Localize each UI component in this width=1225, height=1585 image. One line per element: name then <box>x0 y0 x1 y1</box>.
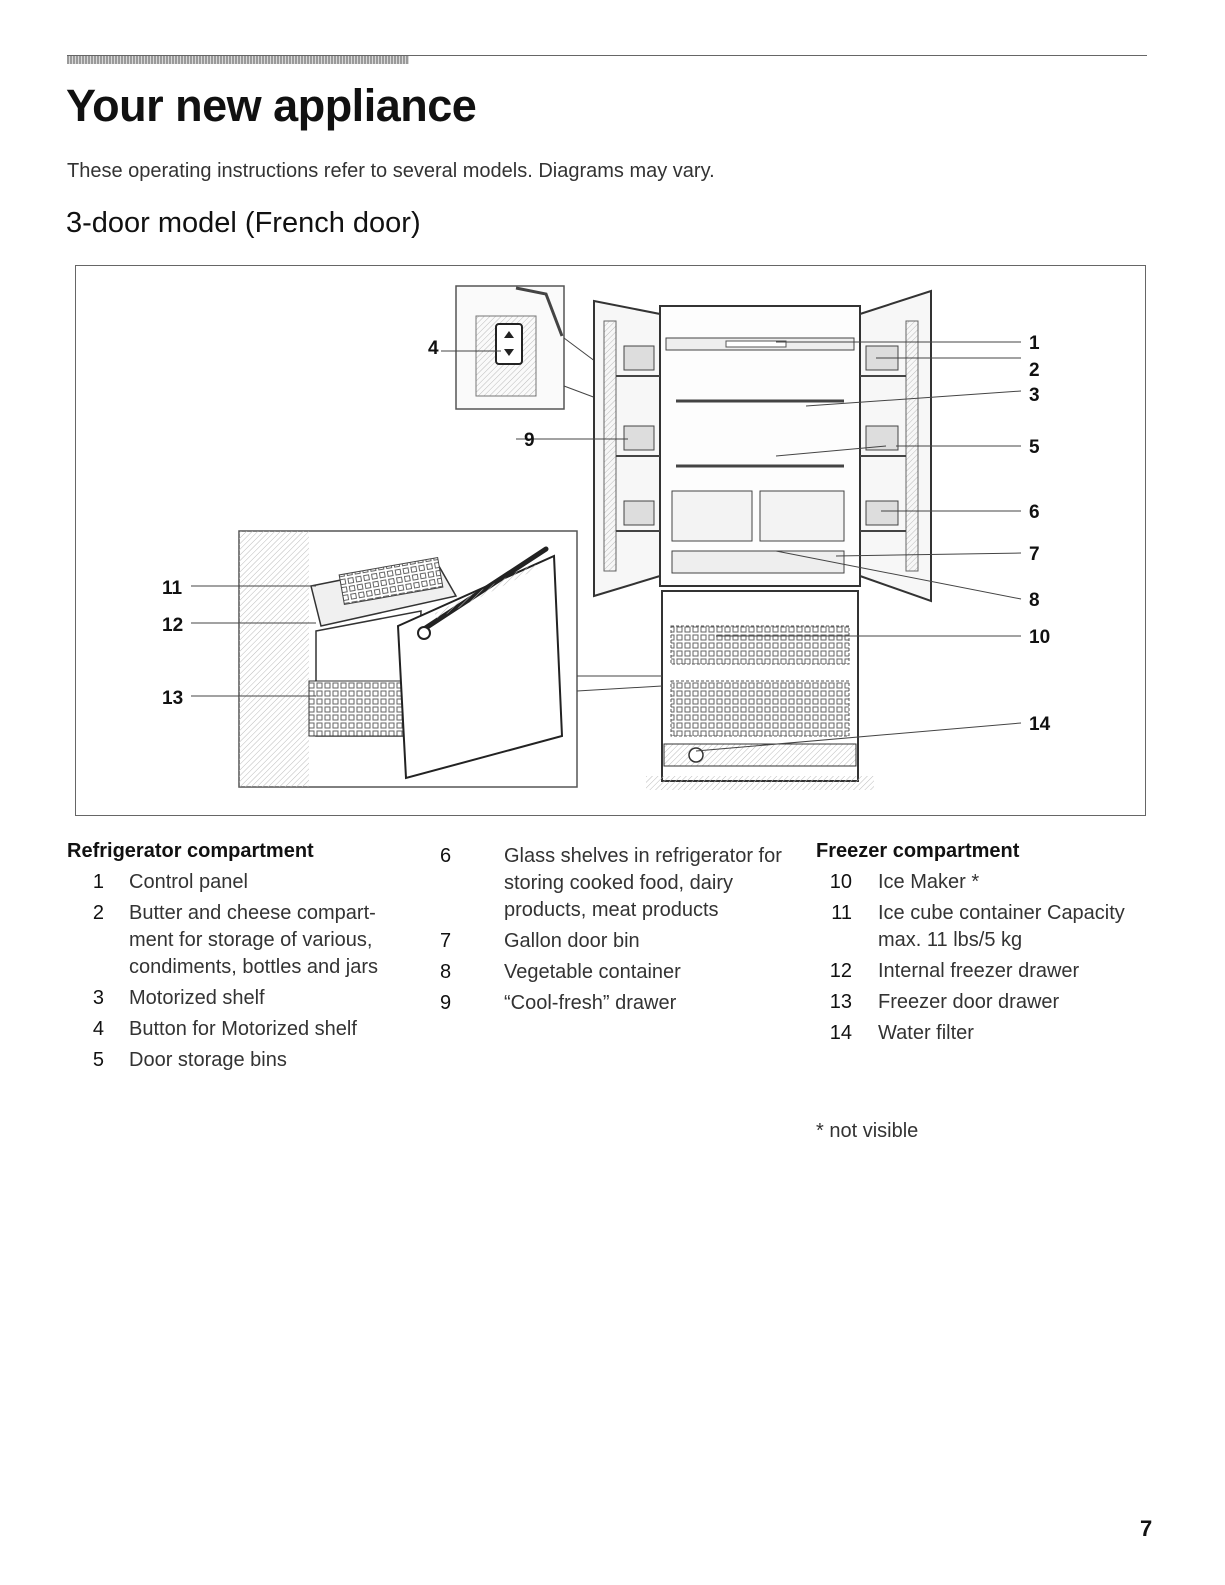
callout-9: 9 <box>524 430 535 451</box>
item-number: 3 <box>92 987 104 1009</box>
list-item: 3 Motorized shelf <box>67 985 407 1012</box>
callout-2: 2 <box>1029 360 1040 381</box>
callout-3: 3 <box>1029 385 1040 406</box>
list-item: 14 Water filter <box>816 1020 1156 1047</box>
item-number: 2 <box>92 902 104 924</box>
refrigerator-heading: Refrigerator compartment <box>67 840 314 862</box>
item-number: 8 <box>440 961 452 983</box>
inset-freezer-drawer <box>238 530 578 788</box>
inset-button-detail <box>455 285 565 410</box>
item-text: Button for Motorized shelf <box>129 1018 357 1040</box>
item-number: 4 <box>92 1018 104 1040</box>
item-text: Gallon door bin <box>504 930 640 952</box>
section-subtitle: 3-door model (French door) <box>66 207 421 239</box>
item-number: 12 <box>829 960 852 982</box>
list-item: 8 Vegetable container <box>440 959 790 986</box>
list-item: 10 Ice Maker * <box>816 869 1156 896</box>
callout-14: 14 <box>1029 714 1051 735</box>
refrigerator-compartment-list-continued: 6 Glass shelves in refrigerator for stor… <box>440 843 790 1021</box>
item-text: Glass shelves in refrigerator for storin… <box>504 845 782 921</box>
item-text: Motorized shelf <box>129 987 265 1009</box>
list-item: 13 Freezer door drawer <box>816 989 1156 1016</box>
item-number: 1 <box>92 871 104 893</box>
refrigerator-compartment-list: Refrigerator compartment 1 Control panel… <box>67 840 407 1078</box>
page-number: 7 <box>1140 1516 1153 1541</box>
callout-4: 4 <box>428 338 439 359</box>
item-number: 6 <box>440 845 452 867</box>
freezer-compartment-list: Freezer compartment 10 Ice Maker * 11 Ic… <box>816 840 1156 1051</box>
list-item: 5 Door storage bins <box>67 1047 407 1074</box>
list-item: 7 Gallon door bin <box>440 928 790 955</box>
list-item: 9 “Cool-fresh” drawer <box>440 990 790 1017</box>
intro-text: These operating instructions refer to se… <box>67 160 715 182</box>
item-number: 11 <box>831 902 852 924</box>
callout-numbers: 1 2 3 4 5 6 7 8 9 10 11 12 13 14 <box>162 333 1051 735</box>
item-text: Door storage bins <box>129 1049 287 1071</box>
callout-5: 5 <box>1029 437 1040 458</box>
callout-12: 12 <box>162 615 183 636</box>
item-text: Ice cube container Capacity max. 11 lbs/… <box>878 902 1125 951</box>
list-item: 2 Butter and cheese compart-ment for sto… <box>67 900 407 981</box>
callout-13: 13 <box>162 688 183 709</box>
item-text: “Cool-fresh” drawer <box>504 992 677 1014</box>
callout-1: 1 <box>1029 333 1040 354</box>
item-text: Internal freezer drawer <box>878 960 1080 982</box>
footnote: * not visible <box>816 1120 919 1142</box>
callout-7: 7 <box>1029 544 1040 565</box>
callout-10: 10 <box>1029 627 1050 648</box>
item-number: 13 <box>829 991 852 1013</box>
item-number: 10 <box>829 871 852 893</box>
item-number: 7 <box>440 930 452 952</box>
list-item: 6 Glass shelves in refrigerator for stor… <box>440 843 790 924</box>
appliance-diagram: 1 2 3 4 5 6 7 8 9 10 11 12 13 14 <box>75 265 1146 816</box>
refrigerator-body <box>646 305 874 790</box>
item-text: Ice Maker * <box>878 871 980 893</box>
item-number: 9 <box>440 992 452 1014</box>
item-text: Vegetable container <box>504 961 681 983</box>
freezer-heading: Freezer compartment <box>816 840 1020 862</box>
leader-lines <box>191 341 1022 752</box>
refrigerator-illustration: 1 2 3 4 5 6 7 8 9 10 11 12 13 14 <box>162 285 1051 790</box>
callout-11: 11 <box>162 578 183 599</box>
header-accent-bar <box>67 56 409 64</box>
top-rule <box>67 55 1147 56</box>
item-number: 5 <box>92 1049 104 1071</box>
list-item: 4 Button for Motorized shelf <box>67 1016 407 1043</box>
page-title: Your new appliance <box>66 80 477 131</box>
callout-8: 8 <box>1029 590 1040 611</box>
list-item: 1 Control panel <box>67 869 407 896</box>
item-text: Control panel <box>129 871 248 893</box>
list-item: 12 Internal freezer drawer <box>816 958 1156 985</box>
item-text: Butter and cheese compart-ment for stora… <box>129 902 379 978</box>
left-door <box>593 299 661 598</box>
callout-6: 6 <box>1029 502 1040 523</box>
item-number: 14 <box>829 1022 852 1044</box>
item-text: Freezer door drawer <box>878 991 1060 1013</box>
item-text: Water filter <box>878 1022 974 1044</box>
list-item: 11 Ice cube container Capacity max. 11 l… <box>816 900 1156 954</box>
